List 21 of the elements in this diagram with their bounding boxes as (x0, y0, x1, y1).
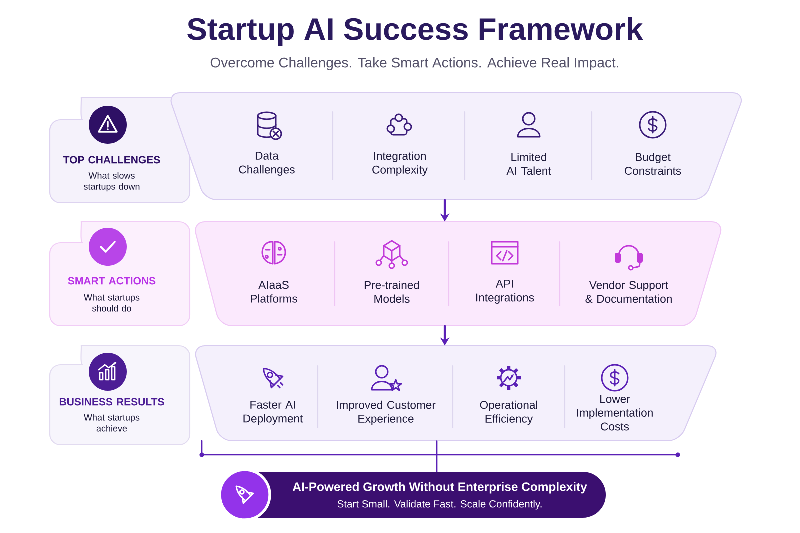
category-tab: SMART ACTIONS What startups should do (49, 221, 191, 327)
item-label: AIaaS Platforms (251, 281, 298, 303)
item-label: Data Challenges (239, 152, 295, 176)
item-label: Operational Efficiency (480, 400, 538, 426)
result-banner: AI-Powered Growth Without Enterprise Complexity Start Small. Validate Fast. Scale Confidently. (218, 468, 606, 522)
item-label: Faster AI Deployment (244, 401, 304, 425)
item-label: Limited AI Talent (506, 152, 552, 176)
category-tab: BUSINESS RESULTS What startups achieve (49, 345, 191, 446)
item-label: Improved Customer Experience (337, 400, 436, 426)
item-label: Lower Implementation Costs (577, 395, 653, 431)
item-label: Vendor Support & Documentation (586, 280, 672, 304)
subtitle: Overcome Challenges. Take Smart Actions. Achieve Real Impact. (210, 57, 618, 71)
connector (436, 440, 438, 472)
item-label: Pre-trained Models (364, 280, 420, 304)
stage-band (195, 345, 717, 442)
item-label: Integration Complexity (372, 152, 428, 176)
item-label: API Integrations (476, 280, 534, 304)
stage-band (170, 92, 742, 201)
title: Startup AI Success Framework (188, 18, 644, 46)
item-label: Budget Constraints (624, 152, 682, 176)
stage-band (195, 221, 722, 327)
